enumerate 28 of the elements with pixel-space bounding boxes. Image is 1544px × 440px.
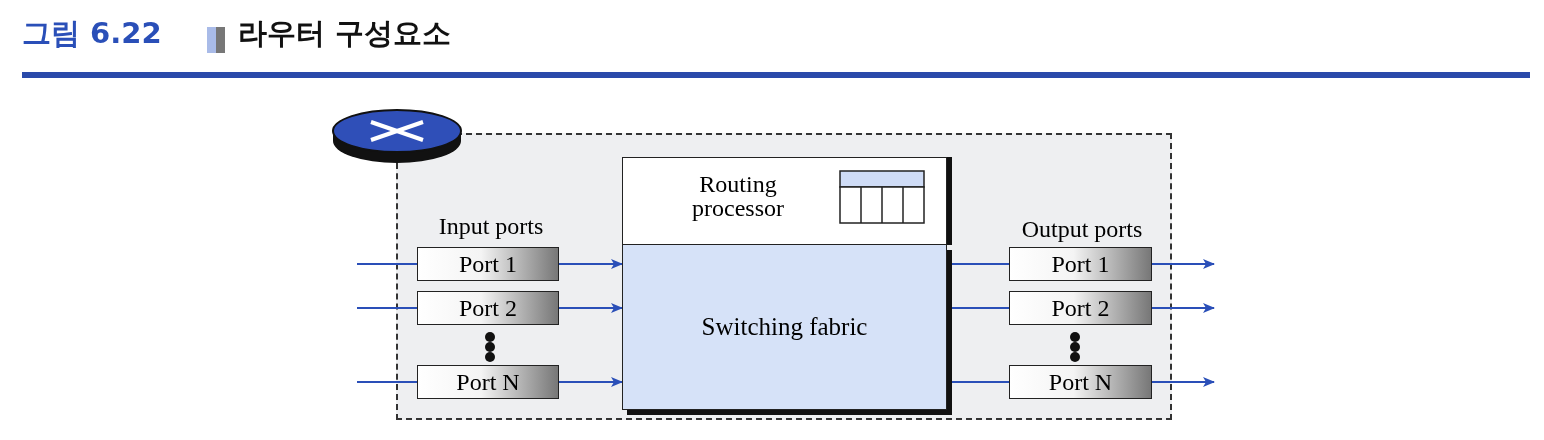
arrow xyxy=(1151,303,1215,313)
port-box xyxy=(417,365,559,399)
arrow xyxy=(558,259,623,269)
arrow xyxy=(1151,377,1215,387)
box-label: Port N xyxy=(1048,368,1113,396)
connector-line xyxy=(356,263,418,265)
port-box xyxy=(1009,247,1152,281)
box-label: Port N xyxy=(456,368,520,396)
group-label: Input ports xyxy=(438,213,544,239)
group-label: Output ports xyxy=(1021,216,1143,242)
arrow xyxy=(1151,259,1215,269)
arrow xyxy=(558,377,623,387)
port-box xyxy=(1009,365,1152,399)
port-box xyxy=(1009,291,1152,325)
box-label: Port 2 xyxy=(459,294,517,322)
port-box xyxy=(417,291,559,325)
router-boundary xyxy=(396,133,1172,420)
title: 라우터 구성요소 xyxy=(238,15,452,52)
arrow xyxy=(558,303,623,313)
box-label: Port 2 xyxy=(1051,294,1110,322)
box-label: Routing processor xyxy=(691,172,785,220)
connector-line xyxy=(356,307,418,309)
port-box xyxy=(417,247,559,281)
figure-number: 그림 6.22 xyxy=(22,15,162,52)
connector-line xyxy=(356,381,418,383)
box-label: Port 1 xyxy=(1051,250,1110,278)
box-label: Port 1 xyxy=(459,250,517,278)
box-label: Switching fabric xyxy=(701,313,868,341)
